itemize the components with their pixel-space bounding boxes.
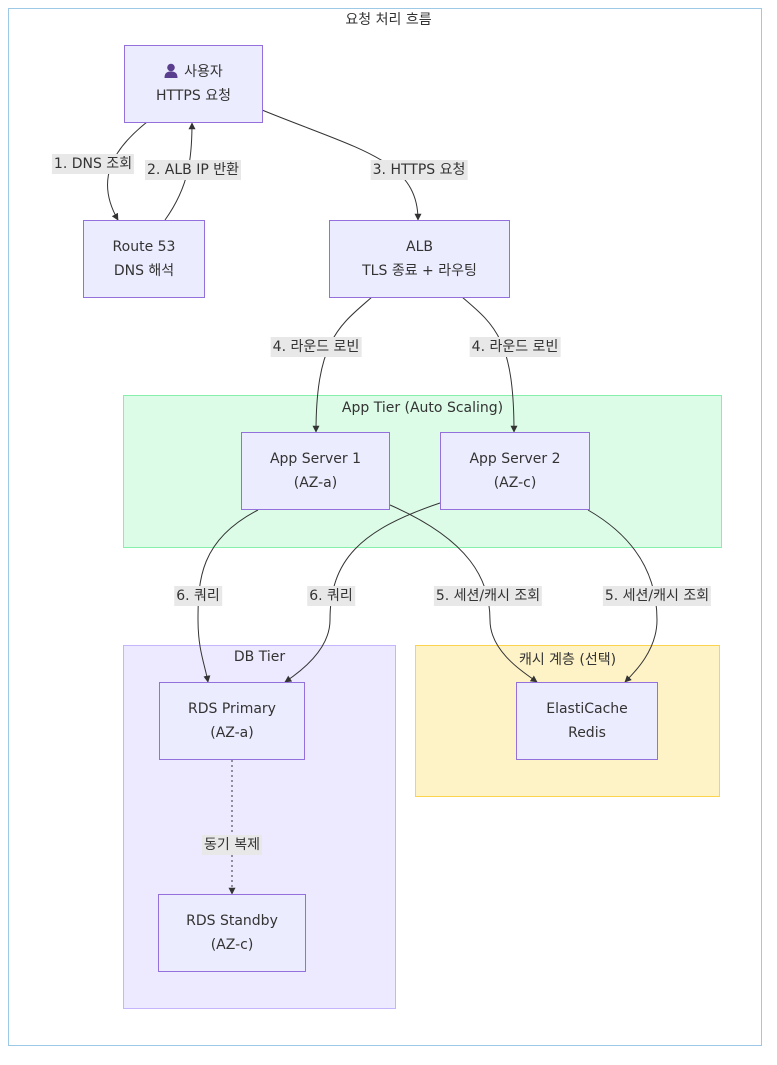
node-elasticache[interactable]: ElastiCache Redis	[516, 682, 658, 760]
node-rds-standby-sub: (AZ-c)	[210, 937, 254, 953]
node-user-line1: 사용자	[164, 60, 223, 84]
label-rr2: 4. 라운드 로빈	[469, 337, 561, 357]
edge-sess2	[587, 509, 658, 683]
node-alb[interactable]: ALB TLS 종료 + 라우팅	[329, 220, 510, 298]
diagram-frame	[8, 8, 762, 1046]
node-app1-sub: (AZ-a)	[293, 475, 338, 491]
db-tier-title: DB Tier	[233, 649, 286, 665]
label-alb-ip: 2. ALB IP 반환	[144, 160, 242, 180]
label-sync: 동기 복제	[202, 835, 262, 855]
node-rds-primary-name: RDS Primary	[188, 701, 276, 717]
node-route53[interactable]: Route 53 DNS 해석	[83, 220, 205, 298]
diagram-title: 요청 처리 흐름	[345, 12, 432, 28]
user-icon	[164, 63, 178, 78]
label-rr1: 4. 라운드 로빈	[270, 337, 362, 357]
node-rds-standby[interactable]: RDS Standby (AZ-c)	[158, 894, 306, 972]
node-alb-sub: TLS 종료 + 라우팅	[362, 263, 477, 279]
node-user-sub: HTTPS 요청	[156, 88, 231, 104]
label-q1: 6. 쿼리	[174, 586, 222, 606]
label-sess1: 5. 세션/캐시 조회	[433, 586, 543, 606]
node-alb-name: ALB	[406, 239, 433, 255]
node-app2-sub: (AZ-c)	[493, 475, 537, 491]
node-app-server-2[interactable]: App Server 2 (AZ-c)	[440, 432, 590, 510]
edge-rr2	[461, 296, 518, 433]
node-rds-primary[interactable]: RDS Primary (AZ-a)	[159, 682, 305, 760]
app-tier-cluster: App Tier (Auto Scaling)	[123, 395, 722, 548]
label-sess2: 5. 세션/캐시 조회	[602, 586, 712, 606]
node-app-server-1[interactable]: App Server 1 (AZ-a)	[241, 432, 390, 510]
node-user-name: 사용자	[184, 64, 223, 80]
node-cache-name: ElastiCache	[546, 701, 628, 717]
edge-rr1	[312, 296, 373, 433]
node-app1-name: App Server 1	[269, 451, 362, 467]
node-route53-name: Route 53	[112, 239, 176, 255]
node-rds-standby-name: RDS Standby	[186, 913, 278, 929]
label-https: 3. HTTPS 요청	[370, 160, 468, 180]
label-q2: 6. 쿼리	[307, 586, 355, 606]
app-tier-title: App Tier (Auto Scaling)	[341, 400, 504, 416]
cache-tier-title: 캐시 계층 (선택)	[518, 652, 617, 668]
node-user[interactable]: 사용자 HTTPS 요청	[124, 45, 263, 123]
node-app2-name: App Server 2	[469, 451, 561, 467]
edge-q2	[284, 502, 441, 683]
label-dns-lookup: 1. DNS 조회	[51, 154, 135, 174]
node-rds-primary-sub: (AZ-a)	[210, 725, 254, 741]
node-cache-sub: Redis	[568, 725, 606, 741]
edge-https	[261, 109, 422, 221]
node-route53-sub: DNS 해석	[113, 263, 175, 279]
edge-q1	[197, 509, 259, 683]
edge-sess1	[389, 504, 538, 683]
